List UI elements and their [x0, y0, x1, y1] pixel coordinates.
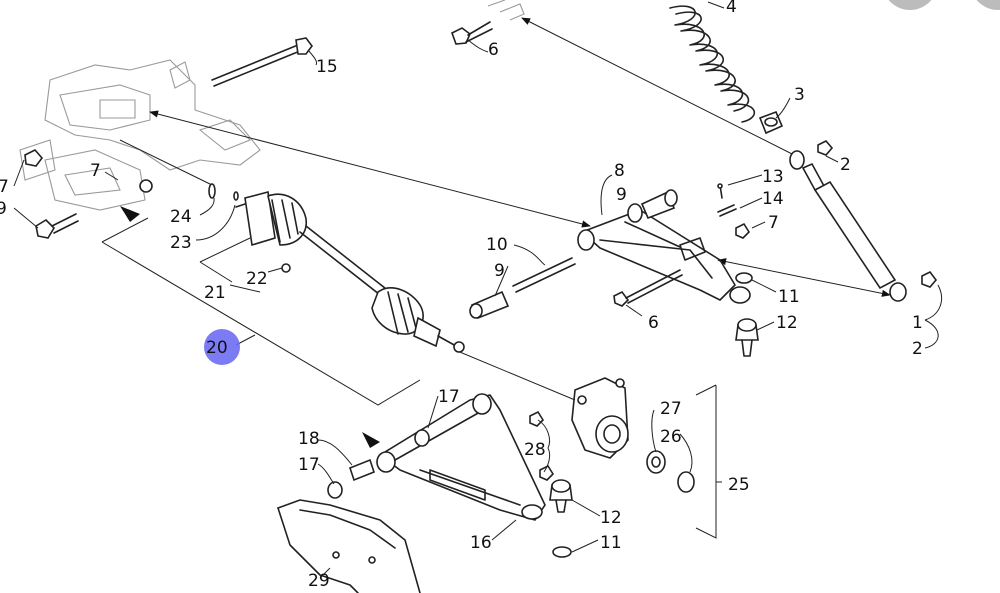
callout-21[interactable]: 21: [204, 283, 226, 303]
callout-9-left[interactable]: 9: [0, 199, 7, 219]
nut-7-left[interactable]: [24, 149, 44, 167]
callout-27[interactable]: 27: [660, 399, 682, 419]
bushing-17-lower[interactable]: [327, 481, 343, 499]
callout-25[interactable]: 25: [728, 475, 750, 495]
cotter-13[interactable]: [717, 183, 723, 199]
ball-joint-12-upper[interactable]: [735, 318, 759, 357]
callout-18[interactable]: 18: [298, 429, 320, 449]
callout-labels: 1 2 2 3 4 6 6 7 7 7 8 9 9 9 10 11 11 12 …: [0, 0, 923, 591]
callout-3[interactable]: 3: [794, 85, 805, 105]
callout-highlight[interactable]: [204, 329, 240, 365]
callout-23[interactable]: 23: [170, 233, 192, 253]
bolt-6-mid[interactable]: [613, 269, 683, 307]
leader-arrows: [119, 17, 891, 401]
steering-knuckle[interactable]: [571, 377, 629, 459]
callout-1[interactable]: 1: [912, 313, 923, 333]
shock-absorber[interactable]: [789, 150, 907, 302]
callout-9-upper[interactable]: 9: [616, 185, 627, 205]
axle-bracket: [101, 206, 717, 539]
bolt-15[interactable]: [211, 37, 313, 87]
callout-7-left[interactable]: 7: [0, 177, 9, 197]
bushing-17-upper[interactable]: [414, 429, 430, 447]
bolt-10[interactable]: [512, 257, 576, 293]
callout-15[interactable]: 15: [316, 57, 338, 77]
ring-23[interactable]: [233, 191, 239, 201]
spring-4[interactable]: [669, 5, 756, 123]
callout-28[interactable]: 28: [524, 440, 546, 460]
nut-11-upper[interactable]: [735, 272, 753, 284]
bolt-9-left[interactable]: [35, 213, 79, 239]
nut-1-right[interactable]: [921, 270, 938, 288]
callout-8[interactable]: 8: [614, 161, 625, 181]
ball-joint-12-lower[interactable]: [549, 479, 573, 513]
washer-24[interactable]: [208, 183, 216, 199]
callout-11-upper[interactable]: 11: [778, 287, 800, 307]
corner-circle-right[interactable]: [970, 0, 1000, 10]
callout-11-lower[interactable]: 11: [600, 533, 622, 553]
bushing-9-lower[interactable]: [469, 290, 510, 320]
nut-7-upper[interactable]: [735, 222, 751, 239]
callout-29[interactable]: 29: [308, 571, 330, 591]
callout-14[interactable]: 14: [762, 189, 784, 209]
callout-17-lower[interactable]: 17: [298, 455, 320, 475]
small-nut-frame[interactable]: [139, 179, 153, 193]
callout-leaders: [13, 1, 942, 579]
callout-17-upper[interactable]: 17: [438, 387, 460, 407]
callout-26[interactable]: 26: [660, 427, 682, 447]
callout-13[interactable]: 13: [762, 167, 784, 187]
callout-2-bottom[interactable]: 2: [912, 339, 923, 359]
upper-a-arm[interactable]: [577, 203, 751, 304]
callout-10[interactable]: 10: [486, 235, 508, 255]
bearing-27[interactable]: [646, 450, 666, 474]
bolt-6-top[interactable]: [451, 0, 525, 45]
callout-9-lower[interactable]: 9: [494, 261, 505, 281]
callout-12-upper[interactable]: 12: [776, 313, 798, 333]
callout-7-frame[interactable]: 7: [90, 161, 101, 181]
callout-6-mid[interactable]: 6: [648, 313, 659, 333]
callout-4[interactable]: 4: [726, 0, 737, 17]
bolt-9-upper[interactable]: [640, 189, 678, 220]
clip-14[interactable]: [717, 204, 737, 217]
skid-plate-29[interactable]: [277, 499, 421, 593]
callout-22[interactable]: 22: [246, 269, 268, 289]
callout-12-lower[interactable]: 12: [600, 508, 622, 528]
bushing-18[interactable]: [349, 458, 375, 482]
bolts-28[interactable]: [529, 410, 555, 481]
callout-6-top[interactable]: 6: [488, 40, 499, 60]
callout-20[interactable]: 20: [206, 338, 228, 358]
ring-26[interactable]: [677, 471, 695, 493]
nut-11-lower[interactable]: [552, 546, 572, 558]
corner-circle-left[interactable]: [882, 0, 938, 10]
drive-axle[interactable]: [235, 191, 465, 353]
callout-16[interactable]: 16: [470, 533, 492, 553]
bolt-2-top[interactable]: [817, 140, 834, 156]
clip-22[interactable]: [281, 263, 291, 273]
lower-a-arm[interactable]: [376, 393, 546, 521]
callout-2-top[interactable]: 2: [840, 155, 851, 175]
callout-7-upper[interactable]: 7: [768, 213, 779, 233]
callout-24[interactable]: 24: [170, 207, 192, 227]
